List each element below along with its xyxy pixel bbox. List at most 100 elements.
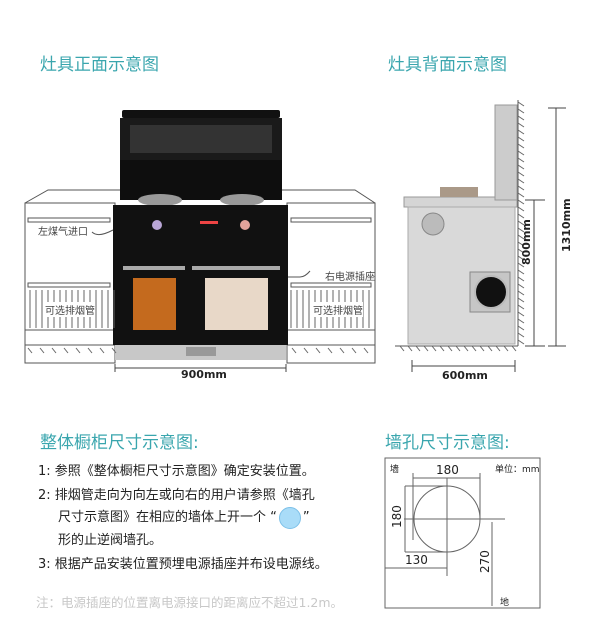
wall-hatch-line [517,241,525,247]
wall-hatch-line [517,297,525,303]
wall-hatch-line [517,185,525,191]
floor-hatch-line [303,347,309,354]
wall-hatch-line [517,255,525,261]
floor-hatch-line [327,347,333,354]
floor-hatch-line [447,345,453,352]
floor-hatch-line [487,345,493,352]
hole-shape-icon [278,506,301,529]
floor-hatch-line [291,347,297,354]
item-1-num: 1: [38,464,51,479]
wall-hatch-line [517,269,525,275]
wall-hatch-line [517,248,525,254]
wall-hatch-line [517,157,525,163]
item-1-text: 参照《整体橱柜尺寸示意图》确定安装位置。 [54,464,315,479]
wall-hatch-line [517,115,525,121]
wall-hatch-line [517,325,525,331]
floor-hatch-line [87,347,93,354]
wall-hatch-line [517,227,525,233]
wall-hatch-line [517,192,525,198]
wall-hatch-line [517,150,525,156]
counter-height-dim: 800mm [520,219,533,265]
wall-hatch-line [517,234,525,240]
floor-hatch-line [51,347,57,354]
item-2-text-3: 形的止逆阀墙孔。 [58,533,163,548]
wall-hatch-line [517,171,525,177]
floor-hatch-line [27,347,33,354]
wall-hatch-line [517,213,525,219]
item-2-text: 排烟管走向为向左或向右的用户请参照《墙孔 [54,488,315,503]
floor-hatch-line [399,345,405,352]
wall-hatch-line [517,290,525,296]
floor-hatch-line [511,345,517,352]
wallhole-title: 墙孔尺寸示意图: [385,433,510,453]
wall-hatch-line [517,332,525,338]
item-3-text: 根据产品安装位置预埋电源插座并布设电源线。 [54,557,328,572]
optional-pipe-left-label: 可选排烟管 [45,302,95,317]
unit-label: 单位：mm [495,465,540,475]
floor-hatch-line [471,345,477,352]
dim-130: 130 [405,553,428,567]
wall-hatch-line [517,164,525,170]
floor-hatch-line [111,347,117,354]
back-depth-dim: 600mm [442,369,488,382]
wall-hatch-line [517,220,525,226]
item-2-text-2: 尺寸示意图》在相应的墙体上开一个 “ [58,510,277,525]
total-height-dim: 1310mm [560,198,573,252]
floor-hatch-line [415,345,421,352]
item-2-text-2b: ” [302,510,310,525]
wall-hatch-line [517,206,525,212]
cabinet-title: 整体橱柜尺寸示意图: [40,433,199,453]
wall-label: 墙 [390,465,400,475]
wall-hatch-line [517,318,525,324]
floor-hatch-line [495,345,501,352]
item-3-num: 3: [38,557,51,572]
floor-hatch-line [363,347,369,354]
wall-hatch-line [517,339,525,345]
floor-hatch-line [75,347,81,354]
floor-hatch-line [339,347,345,354]
wall-hatch-line [517,101,525,107]
dim-180-v: 180 [390,505,404,528]
wall-hatch-line [517,143,525,149]
wall-hatch-line [517,178,525,184]
floor-hatch-line [479,345,485,352]
front-width-dim: 900mm [181,368,227,381]
floor-hatch-line [351,347,357,354]
floor-hatch-line [503,345,509,352]
floor-hatch-line [431,345,437,352]
floor-hatch-line [99,347,105,354]
floor-hatch-line [39,347,45,354]
integrated-stove-side [403,104,518,345]
wall-hatch-line [517,136,525,142]
floor-hatch-line [407,345,413,352]
floor-hatch-line [315,347,321,354]
gas-inlet-label: 左煤气进口 [38,227,88,238]
wall-hatch-line [517,122,525,128]
power-socket-label: 右电源插座 [325,272,375,283]
wall-hole-diagram [384,457,541,609]
item-2-num: 2: [38,488,51,503]
floor-hatch-line [423,345,429,352]
floor-hatch-line [455,345,461,352]
wall-hatch-line [517,276,525,282]
floor-hatch-line [439,345,445,352]
wall-hatch-line [517,311,525,317]
floor-label: 地 [500,598,510,608]
back-view-title: 灶具背面示意图 [388,55,507,75]
dim-180-h: 180 [436,463,459,477]
wall-hatch-line [517,262,525,268]
dim-270: 270 [478,550,492,573]
wall-hatch-line [517,199,525,205]
back-dims [411,107,566,372]
integrated-stove-front [113,110,288,360]
optional-pipe-right-label: 可选排烟管 [313,302,363,317]
wall-hatch-line [517,108,525,114]
front-view-title: 灶具正面示意图 [40,55,159,75]
wall-hatch-line [517,129,525,135]
front-cabinets [24,189,376,364]
wall-hatch-line [517,304,525,310]
wall-hatch-line [517,283,525,289]
floor-hatch-line [463,345,469,352]
